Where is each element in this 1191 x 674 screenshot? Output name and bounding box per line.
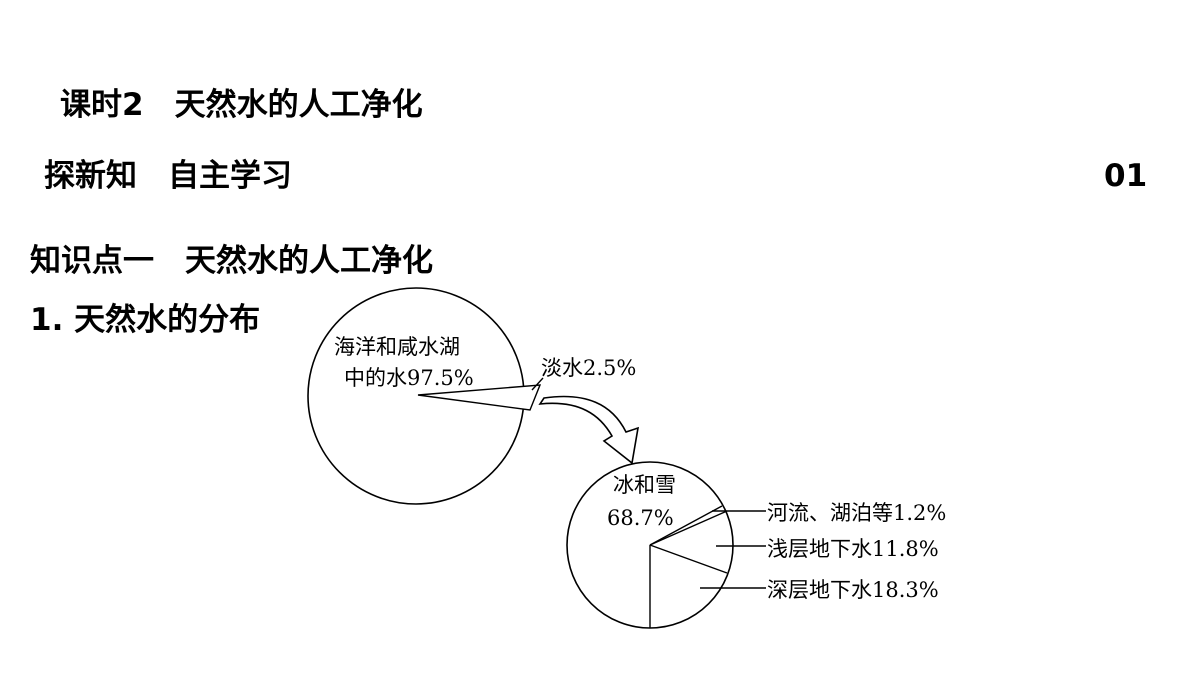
flow-arrow (538, 395, 640, 465)
section-title: 探新知 自主学习 (44, 158, 292, 194)
slice-divider-shallow-rivers (649, 505, 723, 546)
deep-groundwater-label: 深层地下水18.3% (767, 578, 939, 602)
freshwater-pointer (531, 377, 544, 391)
saltwater-label-line2: 中的水97.5% (344, 366, 474, 390)
freshwater-label: 淡水2.5% (541, 356, 636, 380)
rivers-label: 河流、湖泊等1.2% (767, 501, 946, 525)
ice-label-line2: 68.7% (607, 506, 674, 530)
saltwater-label-line1: 海洋和咸水湖 (334, 335, 460, 359)
shallow-groundwater-label: 浅层地下水11.8% (767, 537, 939, 561)
lesson-title: 课时2 天然水的人工净化 (60, 87, 423, 123)
distribution-subheading: 1. 天然水的分布 (30, 302, 261, 338)
knowledge-point-heading: 知识点一 天然水的人工净化 (30, 243, 433, 279)
ice-label-line1: 冰和雪 (613, 473, 676, 497)
slice-divider-deep-shallow (649, 544, 728, 574)
section-number: 01 (1104, 158, 1148, 194)
slice-divider-rivers-ice (649, 510, 728, 546)
freshwater-wedge (417, 384, 542, 411)
